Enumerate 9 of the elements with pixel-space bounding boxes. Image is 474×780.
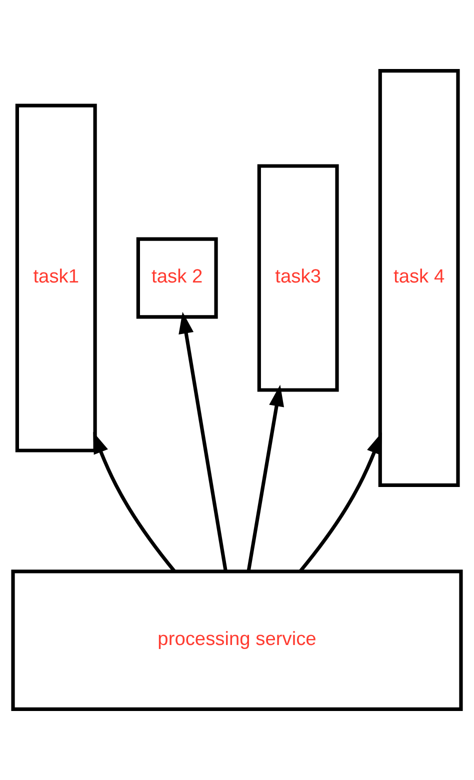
node-box: task 4 — [378, 69, 460, 488]
arrow — [298, 432, 382, 572]
node-box: processing service — [11, 570, 463, 711]
node-box: task 2 — [136, 237, 218, 319]
arrow — [93, 432, 176, 573]
arrow — [178, 312, 228, 572]
node-box: task1 — [15, 104, 97, 452]
node-box: task3 — [257, 164, 339, 392]
arrow — [246, 384, 284, 572]
